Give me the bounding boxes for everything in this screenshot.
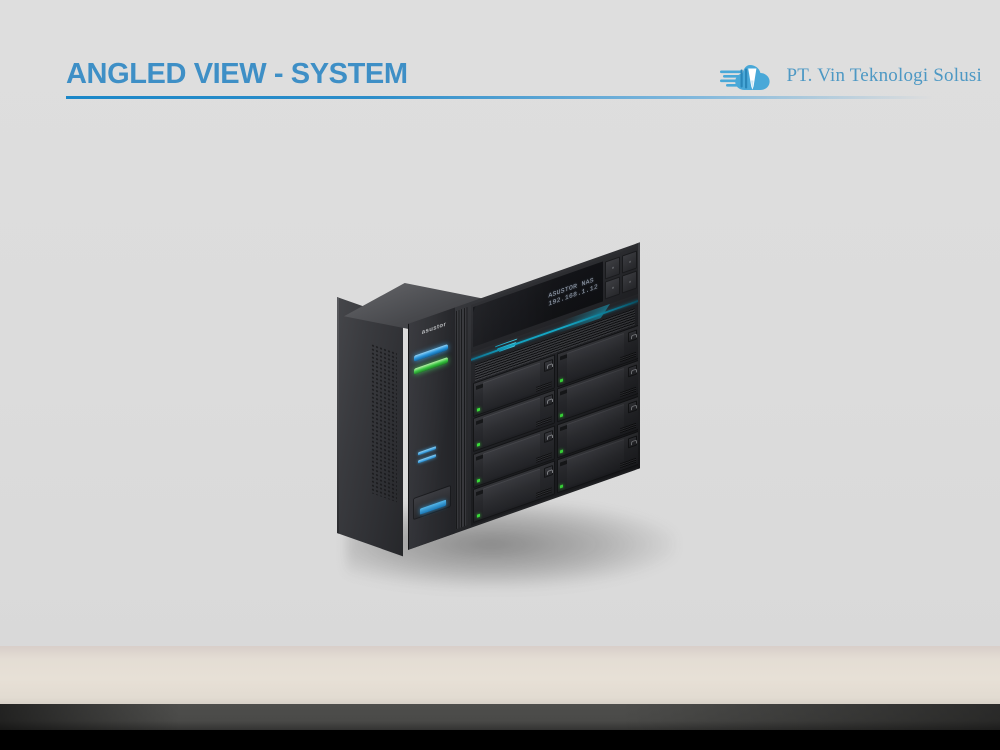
drive-status-led — [476, 407, 480, 412]
nas-front-bezel: asustor — [409, 307, 455, 550]
tray-lock-icon[interactable] — [543, 429, 553, 443]
nas-product-image: asustor — [330, 242, 690, 589]
drive-status-led — [560, 448, 564, 453]
slide-background-black-band — [0, 730, 1000, 750]
nas-brand-label: asustor — [421, 321, 447, 337]
drive-status-led — [476, 443, 480, 448]
nas-side-perforation — [371, 343, 397, 503]
nas-front-vent-strip — [456, 306, 468, 530]
drive-status-led — [560, 484, 564, 489]
cloud-speed-v-logo-icon — [720, 59, 782, 93]
lan2-led — [418, 454, 436, 464]
drive-status-led — [476, 513, 480, 518]
slide-background-beige-band — [0, 646, 1000, 706]
nav-button-back[interactable] — [622, 270, 637, 294]
asustor-nas-device: asustor — [330, 242, 690, 585]
nas-side-edge — [337, 297, 339, 534]
tray-lock-icon[interactable] — [627, 364, 637, 379]
nas-front-right-edge — [638, 242, 640, 470]
tray-lock-icon[interactable] — [543, 394, 553, 408]
nas-drive-tray-grid — [473, 324, 639, 524]
tray-lock-icon[interactable] — [543, 359, 553, 373]
slide-header: ANGLED VIEW - SYSTEM — [0, 0, 1000, 110]
drive-status-led — [560, 413, 564, 418]
drive-status-led — [476, 478, 480, 483]
page-title: ANGLED VIEW - SYSTEM — [66, 58, 408, 90]
nas-nav-button-pad[interactable] — [605, 250, 637, 300]
title-underline-rule — [66, 96, 932, 99]
company-logo-text: PT. Vin Teknologi Solusi — [786, 65, 982, 86]
nas-front-face: asustor — [408, 242, 640, 550]
usb-3-port-opening — [420, 499, 446, 515]
tray-lock-icon[interactable] — [627, 400, 637, 414]
company-logo: PT. Vin Teknologi Solusi — [720, 58, 982, 94]
drive-status-led — [560, 378, 564, 383]
usb-3-port[interactable] — [413, 484, 451, 521]
nas-side-panel — [337, 297, 403, 557]
tray-lock-icon[interactable] — [627, 329, 637, 343]
tray-lock-icon[interactable] — [627, 435, 637, 449]
slide-background-gray-band — [0, 704, 1000, 732]
nav-button-enter[interactable] — [605, 276, 620, 300]
tray-lock-icon[interactable] — [543, 465, 553, 479]
